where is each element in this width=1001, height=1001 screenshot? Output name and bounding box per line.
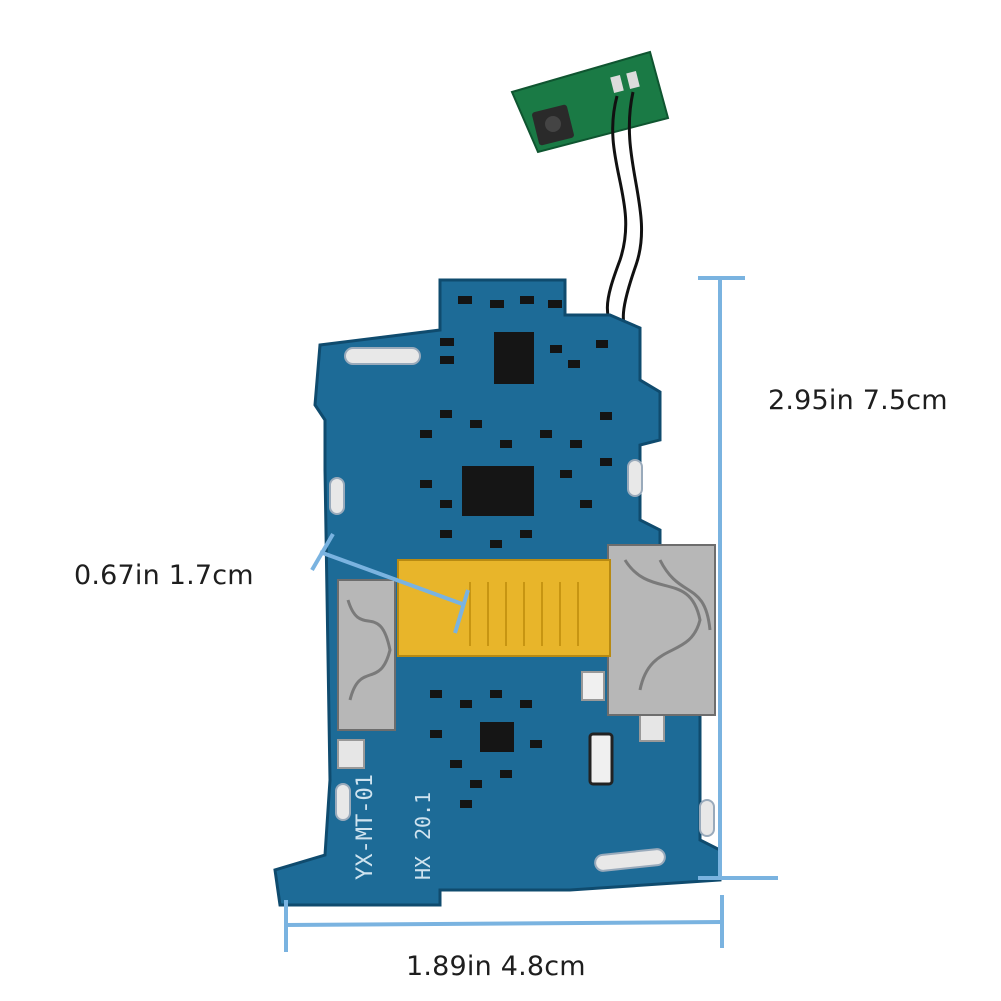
height-dimension-label: 2.95in 7.5cm [768,385,948,416]
width-dimension-line [285,920,723,927]
switch-board [510,50,670,154]
spring-contact-left [337,579,396,731]
dimension-lines [284,276,778,952]
board-sub-text: HX [411,856,435,880]
fuse [588,732,614,786]
board-date-text: 20.1 [411,792,435,840]
connector-dimension-label: 0.67in 1.7cm [74,560,254,591]
spring-contact-right [607,544,716,716]
battery-connector [397,559,611,657]
ic-chip [462,466,534,516]
ic-chip [494,332,534,384]
board-model-text: YX-MT-01 [353,774,378,880]
main-pcb: YX-MT-01 HX 20.1 [273,278,722,907]
connector-dimension-line [319,550,466,607]
width-dimension-label: 1.89in 4.8cm [406,951,586,982]
ic-chip [480,722,514,752]
